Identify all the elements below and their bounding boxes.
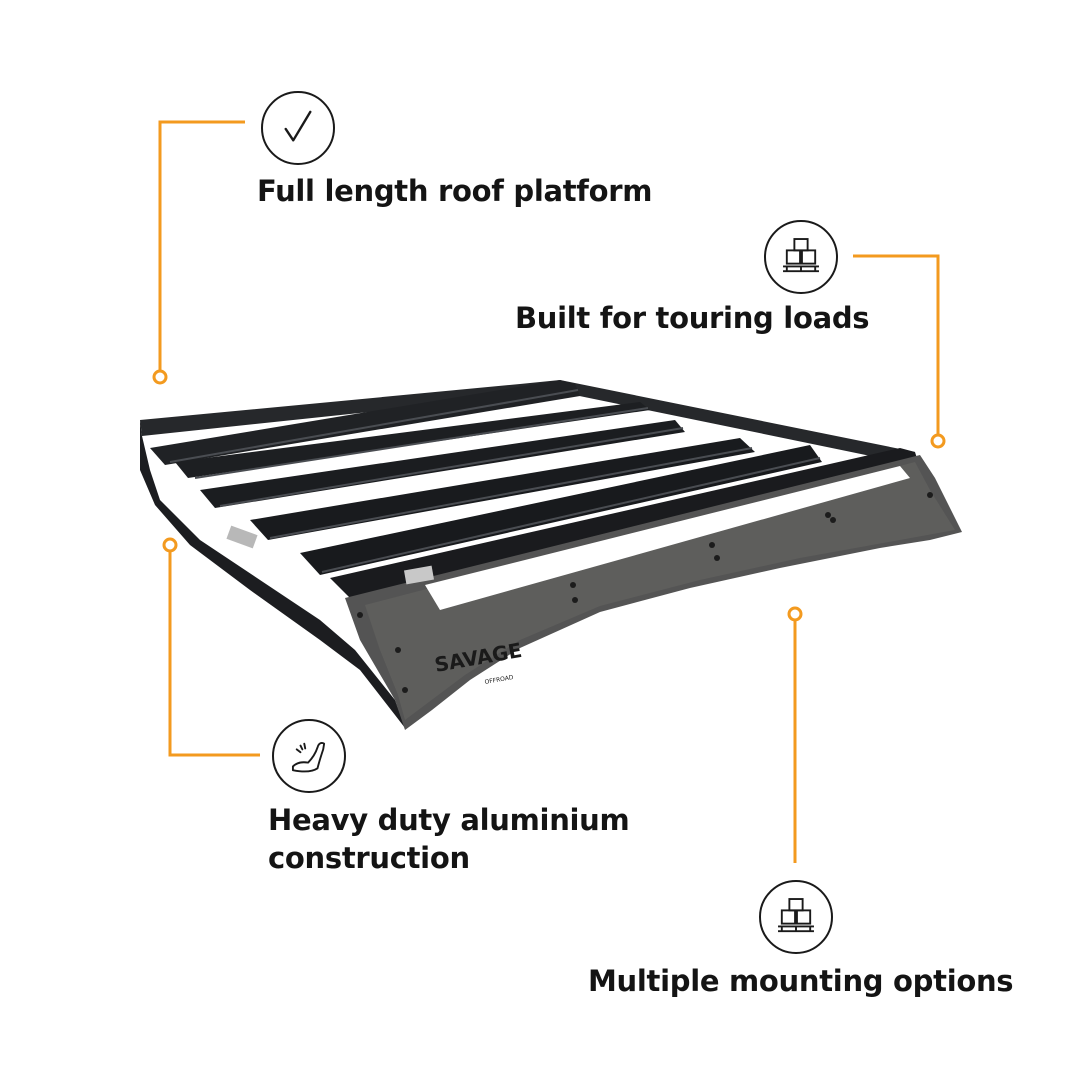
connector-heavy-duty <box>168 552 260 757</box>
boxes-pallet-icon <box>759 880 833 954</box>
feature-mounting-label: Multiple mounting options <box>588 964 1014 998</box>
connector-dot <box>162 537 178 553</box>
connector-touring-loads <box>853 254 940 434</box>
feature-heavy-duty-label-line2: construction <box>268 841 470 875</box>
feature-touring-loads-label: Built for touring loads <box>515 301 870 335</box>
feature-heavy-duty-label-line1: Heavy duty aluminium <box>268 803 630 837</box>
connector-dot <box>152 369 168 385</box>
boxes-pallet-icon <box>764 220 838 294</box>
connector-full-length <box>158 120 245 370</box>
checkmark-icon <box>261 91 335 165</box>
connector-dot <box>787 606 803 622</box>
feature-full-length-label: Full length roof platform <box>257 174 653 208</box>
connector-dot <box>930 433 946 449</box>
flexed-arm-icon <box>272 719 346 793</box>
